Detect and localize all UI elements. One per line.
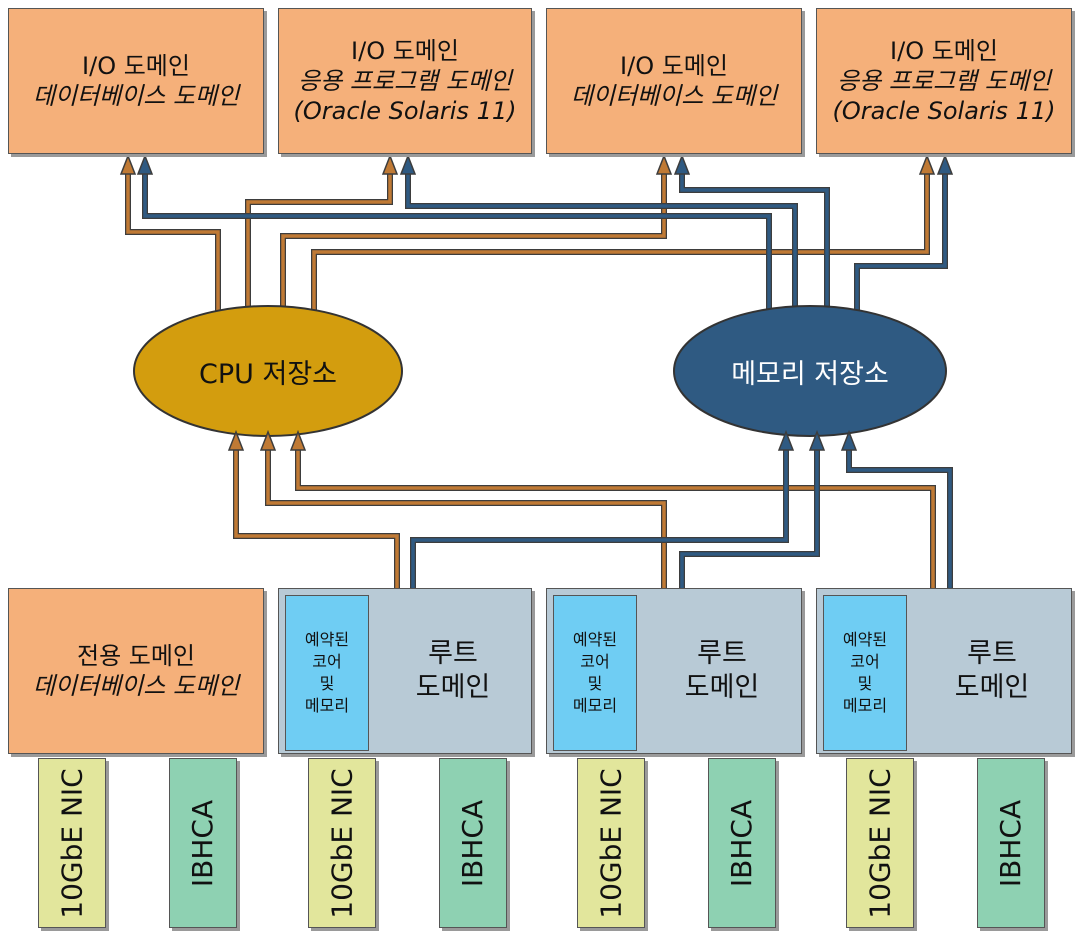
reserved-line: 예약된 bbox=[572, 630, 618, 649]
io-domain-os: (Oracle Solaris 11) bbox=[832, 97, 1056, 125]
wire-root3-to-cpu bbox=[295, 438, 936, 588]
card-label: 10GbE NIC bbox=[863, 767, 897, 919]
root-domain-2: 예약된 코어 및 메모리 루트 도메인 bbox=[546, 588, 802, 754]
reserved-line: 메모리 bbox=[572, 696, 618, 715]
card-label: 10GbE NIC bbox=[55, 767, 89, 919]
wire-mem-to-io4 bbox=[854, 162, 948, 318]
io-domain-title: I/O 도메인 bbox=[351, 37, 459, 65]
reserved-line: 메모리 bbox=[304, 696, 350, 715]
io-domain-1: I/O 도메인 데이터베이스 도메인 bbox=[8, 8, 264, 154]
card-label: IBHCA bbox=[186, 799, 220, 887]
arrowheads-pools bbox=[227, 429, 858, 451]
wire-mem-to-io1 bbox=[142, 162, 772, 318]
root-domain-label-line2: 도메인 bbox=[684, 672, 760, 703]
ibhca-card: IBHCA bbox=[439, 758, 507, 928]
reserved-line: 코어 bbox=[312, 652, 342, 671]
wire-root2-to-cpu bbox=[265, 438, 667, 588]
io-domain-4: I/O 도메인 응용 프로그램 도메인 (Oracle Solaris 11) bbox=[816, 8, 1072, 154]
io-domain-os: (Oracle Solaris 11) bbox=[293, 97, 517, 125]
ibhca-card: IBHCA bbox=[977, 758, 1045, 928]
reserved-line: 예약된 bbox=[304, 630, 350, 649]
reserved-cores-memory: 예약된 코어 및 메모리 bbox=[553, 595, 637, 751]
card-label: IBHCA bbox=[994, 799, 1028, 887]
wire-root1-to-mem bbox=[410, 438, 789, 588]
root-domain-label-line2: 도메인 bbox=[415, 672, 491, 703]
reserved-line: 및 bbox=[319, 674, 335, 693]
io-domain-subtitle: 응용 프로그램 도메인 bbox=[298, 67, 512, 95]
wire-mem-to-io3 bbox=[679, 162, 830, 308]
root-domain-label-line1: 루트 bbox=[697, 638, 747, 669]
root-domain-label: 루트 도메인 bbox=[375, 589, 531, 753]
io-domain-title: I/O 도메인 bbox=[620, 52, 728, 80]
root-domain-label: 루트 도메인 bbox=[913, 589, 1071, 753]
io-domain-title: I/O 도메인 bbox=[890, 37, 998, 65]
card-label: IBHCA bbox=[725, 799, 759, 887]
memory-pool-shape bbox=[673, 305, 947, 437]
reserved-line: 코어 bbox=[580, 652, 610, 671]
cpu-pool-label: CPU 저장소 bbox=[199, 358, 337, 390]
root-domain-label-line2: 도메인 bbox=[954, 672, 1030, 703]
reserved-cores-memory: 예약된 코어 및 메모리 bbox=[285, 595, 369, 751]
nic-card: 10GbE NIC bbox=[846, 758, 914, 928]
root-domain-1: 예약된 코어 및 메모리 루트 도메인 bbox=[278, 588, 532, 754]
io-domain-3: I/O 도메인 데이터베이스 도메인 bbox=[546, 8, 802, 154]
nic-card: 10GbE NIC bbox=[38, 758, 106, 928]
nic-card: 10GbE NIC bbox=[308, 758, 376, 928]
dedicated-domain: 전용 도메인 데이터베이스 도메인 bbox=[8, 588, 264, 754]
dedicated-domain-subtitle: 데이터베이스 도메인 bbox=[32, 672, 240, 700]
memory-pool-label: 메모리 저장소 bbox=[731, 358, 889, 390]
reserved-line: 메모리 bbox=[842, 696, 888, 715]
root-domain-label-line1: 루트 bbox=[428, 638, 478, 669]
nic-card: 10GbE NIC bbox=[577, 758, 645, 928]
root-domain-label: 루트 도메인 bbox=[643, 589, 801, 753]
card-label: 10GbE NIC bbox=[594, 767, 628, 919]
reserved-line: 코어 bbox=[850, 652, 880, 671]
wire-root1-to-cpu bbox=[233, 438, 400, 588]
wire-root2-to-mem bbox=[679, 438, 820, 588]
card-label: 10GbE NIC bbox=[325, 767, 359, 919]
reserved-line: 및 bbox=[857, 674, 873, 693]
io-domain-title: I/O 도메인 bbox=[82, 52, 190, 80]
card-label: IBHCA bbox=[456, 799, 490, 887]
reserved-cores-memory: 예약된 코어 및 메모리 bbox=[823, 595, 907, 751]
io-domain-2: I/O 도메인 응용 프로그램 도메인 (Oracle Solaris 11) bbox=[278, 8, 532, 154]
arrowheads-io bbox=[119, 153, 954, 175]
dedicated-domain-title: 전용 도메인 bbox=[76, 642, 196, 670]
ibhca-card: IBHCA bbox=[708, 758, 776, 928]
io-domain-subtitle: 데이터베이스 도메인 bbox=[570, 82, 778, 110]
reserved-line: 예약된 bbox=[842, 630, 888, 649]
root-domain-3: 예약된 코어 및 메모리 루트 도메인 bbox=[816, 588, 1072, 754]
io-domain-subtitle: 데이터베이스 도메인 bbox=[32, 82, 240, 110]
io-domain-subtitle: 응용 프로그램 도메인 bbox=[837, 67, 1051, 95]
wire-cpu-to-io1 bbox=[125, 162, 221, 318]
root-domain-label-line1: 루트 bbox=[967, 638, 1017, 669]
reserved-line: 및 bbox=[587, 674, 603, 693]
ibhca-card: IBHCA bbox=[169, 758, 237, 928]
